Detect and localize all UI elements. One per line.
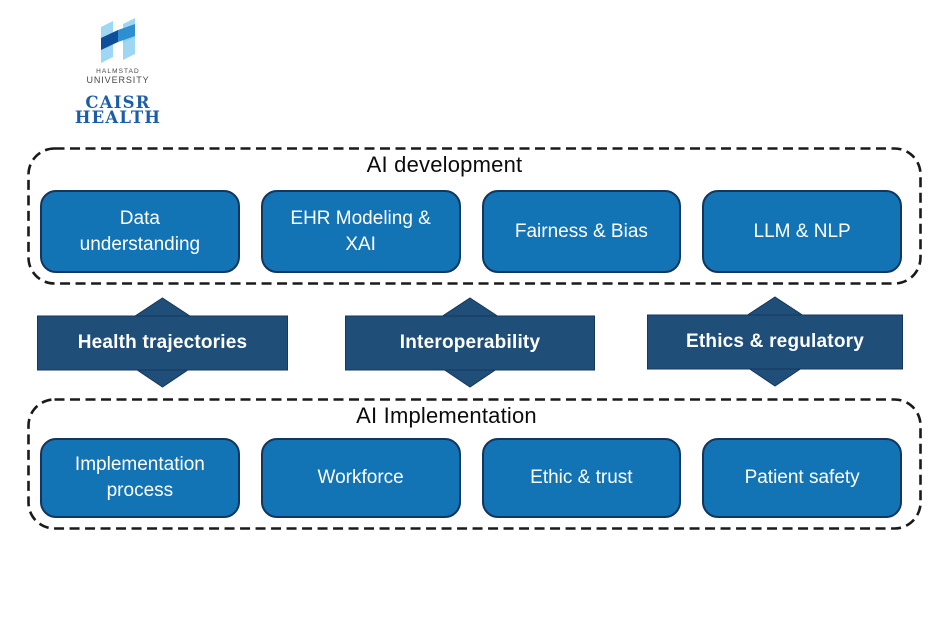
topic-box-llm-nlp: LLM & NLP: [702, 190, 902, 273]
topic-box-label: Data understanding: [79, 207, 201, 255]
topic-box-implementation-process: Implementation process: [40, 438, 240, 518]
connector-ethics-regulatory: Ethics & regulatory: [647, 292, 903, 392]
ai-implementation-container: AI Implementation Implementation process…: [27, 398, 922, 530]
development-box-row: Data understanding EHR Modeling & XAI Fa…: [40, 190, 902, 273]
double-arrow-banner-shape: [345, 297, 595, 388]
ai-development-container: AI development Data understanding EHR Mo…: [27, 147, 922, 285]
topic-box-patient-safety: Patient safety: [702, 438, 902, 518]
topic-box-label: EHR Modeling & XAI: [290, 207, 431, 255]
ai-implementation-title: AI Implementation: [356, 403, 537, 428]
ai-development-title: AI development: [366, 152, 523, 177]
double-arrow-banner-shape: [647, 296, 903, 387]
topic-box-data-understanding: Data understanding: [40, 190, 240, 273]
topic-box-ehr-modeling-xai: EHR Modeling & XAI: [260, 190, 461, 273]
university-name-line1: HALMSTAD: [96, 68, 140, 75]
topic-box-label: Patient safety: [744, 467, 860, 488]
university-name-line2: UNIVERSITY: [86, 75, 150, 85]
center-name-line1: CAISR: [85, 93, 151, 112]
topic-box-label: LLM & NLP: [753, 220, 851, 242]
halmstad-caisr-logo: HALMSTAD UNIVERSITY CAISR HEALTH: [64, 18, 172, 127]
topic-box-fairness-bias: Fairness & Bias: [481, 190, 682, 273]
connector-interoperability: Interoperability: [345, 293, 595, 393]
connector-label: Interoperability: [399, 332, 541, 353]
topic-box-workforce: Workforce: [260, 438, 461, 518]
dashed-border: [27, 147, 922, 285]
topic-box-label: Implementation process: [74, 454, 205, 501]
topic-box-label: Workforce: [317, 467, 404, 488]
dashed-border: [27, 398, 922, 530]
connector-health-trajectories: Health trajectories: [37, 293, 288, 393]
center-name-line2: HEALTH: [74, 108, 162, 127]
implementation-box-row: Implementation process Workforce Ethic &…: [40, 438, 902, 518]
connector-label: Health trajectories: [77, 332, 248, 353]
topic-box-label: Ethic & trust: [530, 467, 633, 488]
connector-label: Ethics & regulatory: [685, 331, 864, 352]
double-arrow-banner-shape: [37, 297, 288, 388]
topic-box-ethic-trust: Ethic & trust: [481, 438, 682, 518]
topic-box-label: Fairness & Bias: [514, 220, 648, 242]
halmstad-university-logo-icon: [101, 18, 135, 63]
